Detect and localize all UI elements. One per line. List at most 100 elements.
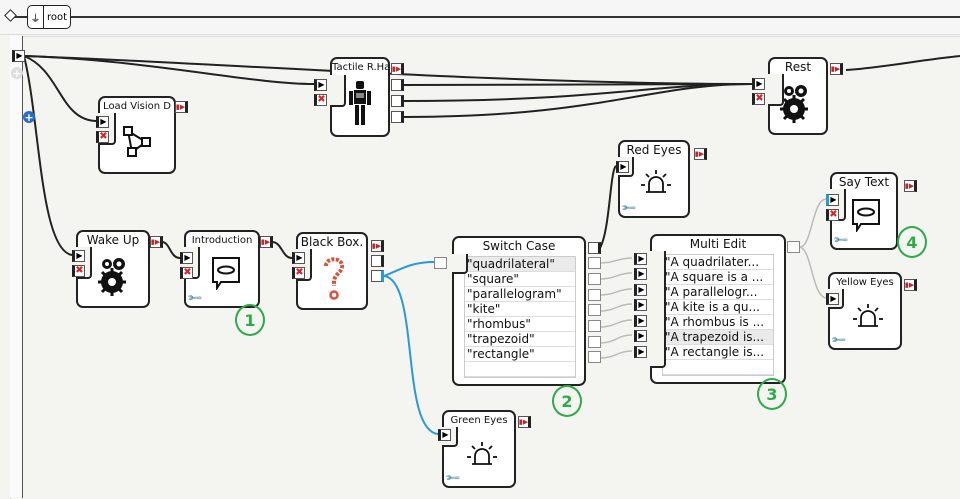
- add-output-icon[interactable]: +: [23, 110, 35, 124]
- text-input-port[interactable]: ▶: [634, 284, 647, 296]
- output-port-1[interactable]: [391, 79, 404, 91]
- onstopped-port[interactable]: ▮▶: [904, 180, 917, 192]
- stop-icon: ✖: [295, 267, 304, 278]
- case-output-port[interactable]: [588, 273, 601, 285]
- play-icon: ▶: [830, 195, 837, 204]
- breadcrumb-root-label: root: [47, 11, 68, 23]
- onstop-port[interactable]: ✖: [96, 131, 109, 143]
- case-output-port[interactable]: [588, 351, 601, 363]
- plus-glyph: +: [24, 110, 34, 124]
- wrench-icon[interactable]: 🔧: [444, 470, 462, 487]
- onstop-port[interactable]: ✖: [180, 267, 193, 279]
- onstart-port[interactable]: ▶: [616, 161, 629, 173]
- case-output-port[interactable]: [588, 289, 601, 301]
- text-item[interactable]: "A trapezoid is...: [663, 330, 773, 345]
- box-red-eyes[interactable]: Red Eyes 🔧: [618, 140, 690, 218]
- play-icon: ▶: [16, 51, 23, 60]
- onstop-port[interactable]: ✖: [72, 265, 85, 277]
- onstopped-port[interactable]: ▮▶: [260, 236, 273, 248]
- onstart-port[interactable]: ▶: [826, 194, 839, 206]
- onstart-port[interactable]: ▶: [96, 116, 109, 128]
- onstart-port[interactable]: ▶: [314, 79, 327, 91]
- text-input-port[interactable]: ▶: [634, 315, 647, 327]
- plus-glyph: +: [12, 66, 22, 80]
- breadcrumb-bar: ⏚ root: [0, 0, 960, 35]
- onstopped-port[interactable]: ▮▶: [830, 63, 843, 75]
- play-icon: ▶: [638, 316, 645, 325]
- onstart-port[interactable]: ▶: [438, 429, 451, 441]
- onstart-port[interactable]: ▶: [292, 252, 305, 264]
- box-title: Tactile R.Hand: [332, 62, 388, 73]
- onstart-port[interactable]: ▶: [752, 78, 765, 90]
- box-green-eyes[interactable]: Green Eyes 🔧: [442, 410, 516, 488]
- text-input-port[interactable]: ▶: [634, 268, 647, 280]
- text-output-port[interactable]: [787, 241, 800, 253]
- case-item[interactable]: "square": [465, 272, 575, 287]
- text-input-port[interactable]: ▶: [634, 346, 647, 358]
- case-item[interactable]: "quadrilateral": [465, 257, 575, 272]
- onstart-port[interactable]: ▶: [72, 250, 85, 262]
- annotation-circle-3: 3: [757, 378, 787, 410]
- diagram-input-port[interactable]: ▶: [12, 50, 25, 62]
- siren-light-icon: [465, 440, 499, 470]
- text-item[interactable]: "A parallelogr...: [663, 285, 773, 300]
- output-port-1[interactable]: [371, 255, 384, 267]
- onstop-port[interactable]: ✖: [292, 267, 305, 279]
- onstop-port[interactable]: ✖: [752, 93, 765, 105]
- output-port-2[interactable]: [391, 95, 404, 107]
- breadcrumb-line: [10, 16, 960, 18]
- diagram-input-gutter: [10, 36, 23, 498]
- output-port-2[interactable]: [371, 270, 384, 282]
- case-item[interactable]: "rectangle": [465, 347, 575, 362]
- case-output-port[interactable]: [588, 320, 601, 332]
- output-icon: ▮▶: [391, 64, 402, 73]
- breadcrumb-start-diamond[interactable]: [4, 9, 17, 22]
- onstop-port[interactable]: ✖: [826, 209, 839, 221]
- text-input-port[interactable]: ▶: [634, 330, 647, 342]
- wrench-icon[interactable]: 🔧: [830, 332, 848, 349]
- wrench-icon[interactable]: 🔧: [832, 232, 850, 249]
- breadcrumb-root[interactable]: ⏚ root: [27, 5, 72, 29]
- output-port-3[interactable]: [391, 111, 404, 123]
- add-input-icon[interactable]: +: [11, 66, 23, 80]
- onstopped-port[interactable]: ▮▶: [371, 240, 384, 252]
- box-multi-edit[interactable]: Multi Edit "A quadrilater... "A square i…: [650, 234, 786, 384]
- wrench-icon[interactable]: 🔧: [186, 290, 204, 307]
- case-item[interactable]: "kite": [465, 302, 575, 317]
- box-switch-case[interactable]: Switch Case "quadrilateral" "square" "pa…: [452, 236, 586, 386]
- text-input-port[interactable]: ▶: [634, 299, 647, 311]
- onstart-port[interactable]: ▶: [180, 252, 193, 264]
- onstopped-port[interactable]: ▮▶: [150, 236, 163, 248]
- onstopped-port[interactable]: ▮▶: [175, 101, 188, 113]
- onstopped-port[interactable]: ▮▶: [694, 148, 707, 160]
- text-item[interactable]: "A rhombus is ...: [663, 315, 773, 330]
- text-item[interactable]: "A kite is a qu...: [663, 300, 773, 315]
- box-rest[interactable]: Rest: [768, 57, 828, 135]
- default-output-port[interactable]: [588, 242, 601, 254]
- wrench-icon[interactable]: 🔧: [620, 200, 638, 217]
- case-item[interactable]: "trapezoid": [465, 332, 575, 347]
- case-output-port[interactable]: [588, 304, 601, 316]
- onstop-port[interactable]: ✖: [314, 94, 327, 106]
- text-item[interactable]: "A rectangle is...: [663, 345, 773, 360]
- onstart-port[interactable]: ▶: [826, 293, 839, 305]
- case-item[interactable]: "parallelogram": [465, 287, 575, 302]
- text-item[interactable]: [663, 360, 773, 375]
- switch-input-port[interactable]: [434, 257, 447, 269]
- onstopped-port[interactable]: ▮▶: [518, 416, 531, 428]
- case-item[interactable]: [465, 362, 575, 377]
- case-item[interactable]: "rhombus": [465, 317, 575, 332]
- case-output-port[interactable]: [588, 257, 601, 269]
- stop-icon: ✖: [183, 267, 192, 278]
- onstopped-port[interactable]: ▮▶: [904, 279, 917, 291]
- box-yellow-eyes[interactable]: Yellow Eyes 🔧: [828, 272, 902, 350]
- text-list[interactable]: "A quadrilater... "A square is a ... "A …: [662, 254, 774, 376]
- text-item[interactable]: "A quadrilater...: [663, 255, 773, 270]
- text-item[interactable]: "A square is a ...: [663, 270, 773, 285]
- play-icon: ▶: [620, 162, 627, 171]
- case-list[interactable]: "quadrilateral" "square" "parallelogram"…: [464, 256, 576, 378]
- question-mark-icon: [321, 254, 347, 302]
- case-output-port[interactable]: [588, 336, 601, 348]
- text-input-port[interactable]: ▶: [634, 253, 647, 265]
- onstopped-port[interactable]: ▮▶: [391, 63, 404, 75]
